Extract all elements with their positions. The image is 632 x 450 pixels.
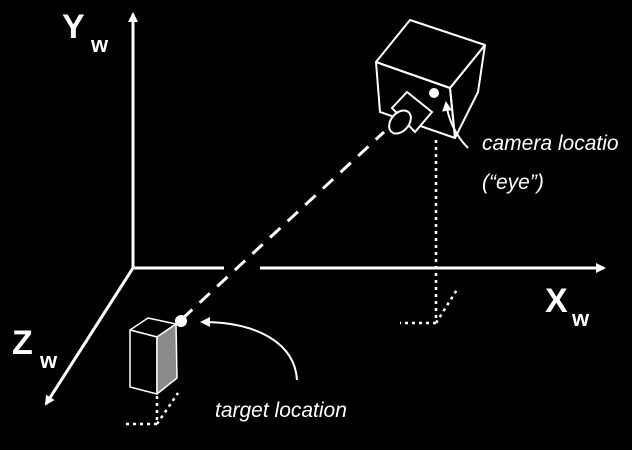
target-point [175,315,187,327]
camera-location-label: camera locatio [482,132,619,155]
z-axis [44,267,135,406]
y-axis-subscript: w [90,32,109,57]
camera-lens [388,90,434,135]
target-ground-projection [122,392,180,426]
z-axis-label: Z [12,324,33,362]
camera-eye-label: (“eye”) [482,171,544,194]
camera-cube [375,19,486,139]
x-axis-subscript: w [571,306,590,331]
x-axis-label: X [545,282,568,320]
camera-callout-arrow [442,101,469,149]
camera-eye-point [429,88,439,98]
y-axis-label: Y [62,8,85,46]
camera-ground-projection [400,140,460,325]
target-object [129,317,178,395]
target-location-label: target location [215,399,347,422]
target-callout-arrow [200,317,298,381]
line-of-sight [180,130,386,321]
z-axis-subscript: w [39,348,58,373]
